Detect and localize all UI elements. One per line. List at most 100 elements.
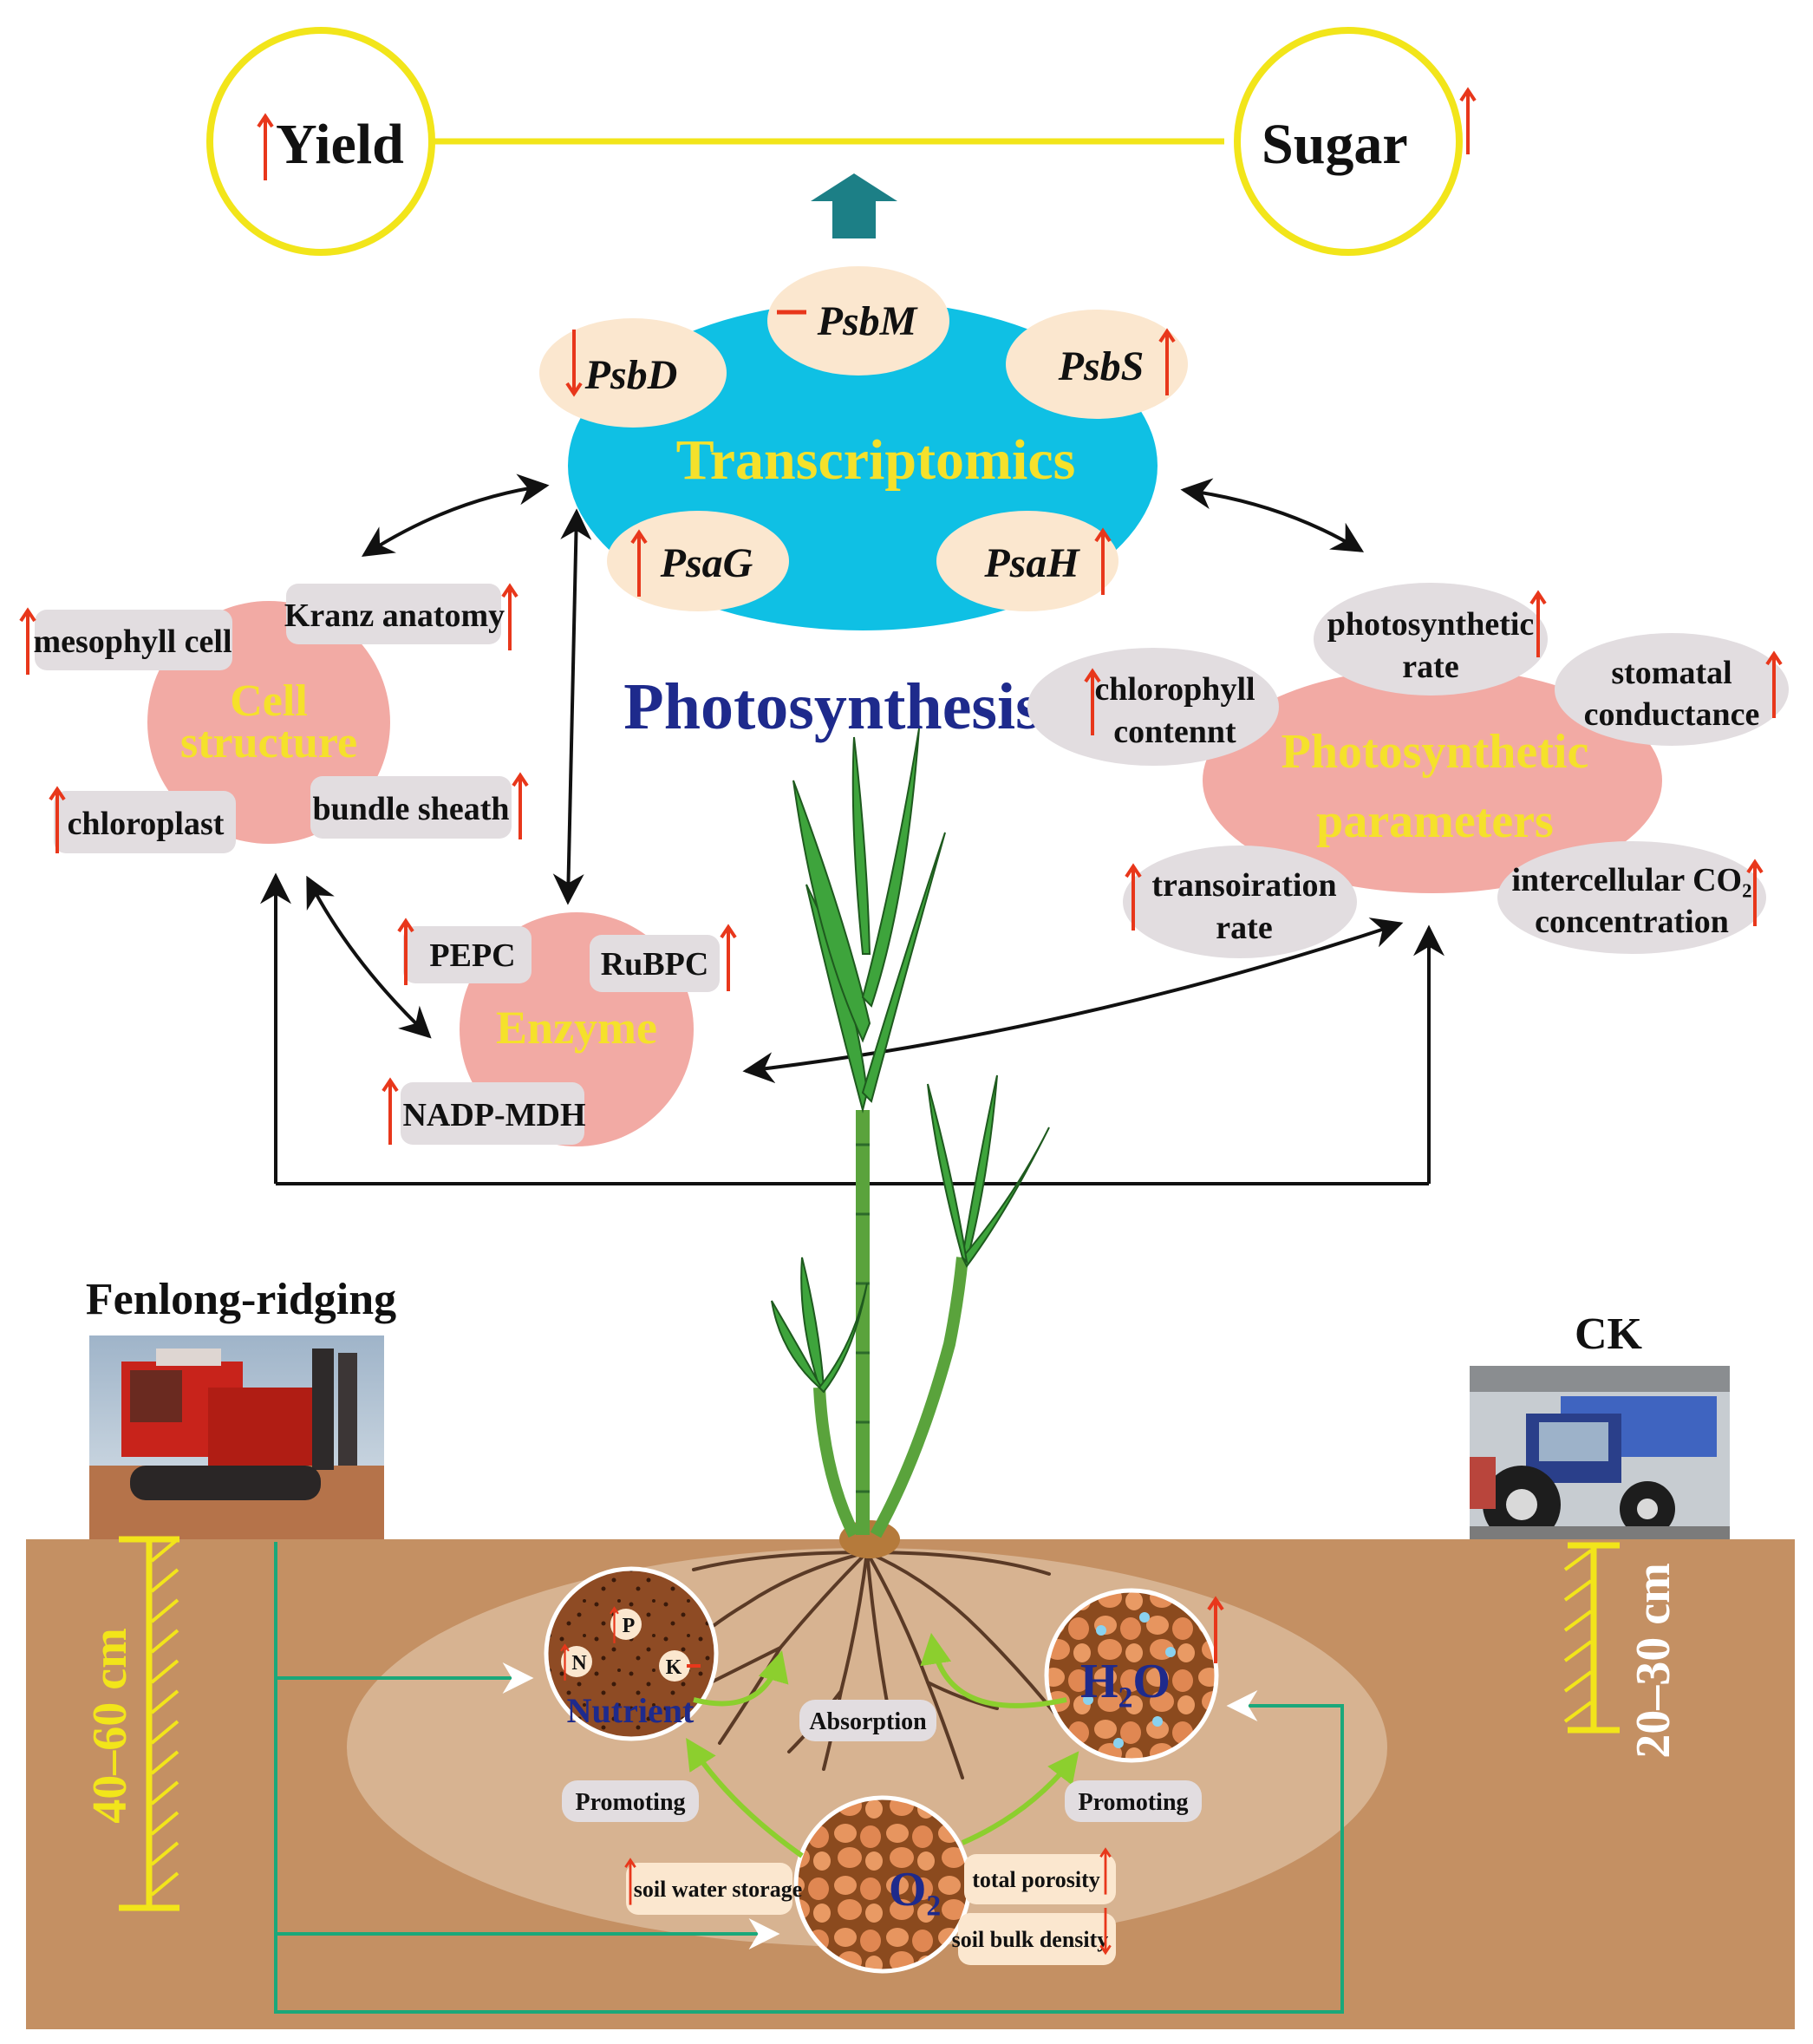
arrow-transcript-cell — [361, 473, 550, 557]
arrow-transcript-enzyme — [552, 508, 592, 905]
rubpc-up-arrow-icon — [720, 924, 737, 991]
chlorophyll-up-arrow-icon — [1084, 668, 1101, 735]
nadp-up-arrow-icon — [382, 1077, 399, 1145]
absorption-label: Absorption — [809, 1708, 927, 1735]
psbd-down-arrow-icon — [565, 330, 583, 397]
nutrient-label: Nutrient — [567, 1691, 695, 1730]
gene-psag-label: PsaG — [660, 540, 753, 586]
intercellular-co2-label-1: intercellular CO₂ — [1511, 862, 1751, 898]
mesophyll-cell-chip — [35, 610, 232, 670]
cell-structure-title-2: structure — [180, 718, 357, 767]
gene-psbm-bubble — [767, 266, 949, 375]
nutrient-circle-group: P N K Nutrient — [544, 1566, 719, 1741]
gene-psbs-label: PsbS — [1058, 343, 1145, 389]
mesophyll-up-arrow-icon — [19, 607, 36, 675]
interco2-up-arrow-icon — [1746, 859, 1764, 926]
photo-params-title-1: Photosynthetic — [1281, 725, 1589, 779]
soil-group: 40–60 cm 20–30 cm P N K Nutrient — [26, 728, 1795, 2029]
promoting-right-chip — [1065, 1780, 1202, 1822]
p-bubble — [610, 1609, 642, 1640]
ck-depth-gauge — [1563, 1542, 1620, 1734]
promoting-right-arrow — [961, 1751, 1079, 1845]
fenlong-label: Fenlong-ridging — [86, 1275, 396, 1324]
bulk-density-label: soil bulk density — [952, 1927, 1109, 1952]
tillage-group: Fenlong-ridging CK — [86, 1275, 1730, 1544]
sugar-label: Sugar — [1262, 113, 1408, 176]
oxygen-label: O₂ — [889, 1863, 941, 1917]
rubpc-label: RuBPC — [601, 946, 709, 983]
k-label: K — [666, 1656, 682, 1679]
oxygen-circle-group: O₂ — [793, 1795, 972, 1974]
pepc-chip — [403, 926, 532, 983]
bundle-up-arrow-icon — [512, 772, 529, 839]
enzyme-group: Enzyme PEPC RuBPC NADP-MDH — [382, 912, 737, 1146]
chloroplast-chip — [54, 791, 236, 853]
kranz-anatomy-chip — [286, 584, 501, 644]
enzyme-title: Enzyme — [496, 1002, 657, 1054]
absorption-left-arrow — [693, 1650, 789, 1707]
n-bubble — [561, 1646, 592, 1677]
chloroplast-label: chloroplast — [68, 806, 225, 842]
photosynthesis-title: Photosynthesis — [623, 670, 1040, 743]
soil-water-label: soil water storage — [634, 1877, 802, 1902]
water-circle — [1044, 1588, 1219, 1763]
gene-psag-bubble — [607, 511, 789, 611]
ck-depth-label: 20–30 cm — [1627, 1563, 1680, 1759]
nadp-mdh-label: NADP-MDH — [402, 1097, 585, 1133]
porosity-up-arrow-icon — [1099, 1847, 1112, 1895]
p-up-arrow-icon — [610, 1606, 619, 1643]
arrow-enzyme-params — [742, 918, 1404, 1084]
psbs-up-arrow-icon — [1158, 328, 1176, 395]
gene-psbd-bubble — [539, 318, 727, 428]
rubpc-chip — [590, 935, 720, 992]
outcomes-group: Yield Sugar — [206, 27, 1477, 256]
gene-psbd-label: PsbD — [584, 352, 678, 398]
photo-rate-label-1: photosynthetic — [1327, 606, 1535, 643]
k-bubble — [659, 1650, 690, 1682]
cell-structure-title-1: Cell — [230, 676, 308, 726]
yield-circle — [206, 27, 435, 256]
oxygen-circle — [793, 1795, 972, 1974]
chlorophyll-label-1: chlorophyll — [1094, 671, 1255, 708]
pepc-label: PEPC — [429, 937, 515, 974]
transcriptomics-group: Transcriptomics PsbM PsbD PsbS PsaG PsaH — [539, 266, 1188, 630]
ck-label: CK — [1575, 1309, 1643, 1359]
ck-tractor-photo — [1470, 1366, 1730, 1544]
fenlong-depth-label: 40–60 cm — [83, 1628, 137, 1824]
fenlong-machine-photo — [89, 1335, 384, 1539]
psah-up-arrow-icon — [1094, 527, 1112, 595]
chlorophyll-label-2: contennt — [1113, 714, 1236, 750]
transpiration-label-1: transoiration — [1151, 867, 1336, 904]
water-up-arrow-icon — [1207, 1596, 1224, 1663]
stomatal-label-1: stomatal — [1611, 655, 1731, 691]
cell-structure-group: Cell structure mesophyll cell Kranz anat… — [19, 583, 529, 853]
water-label: H₂O — [1080, 1655, 1171, 1708]
sugar-up-arrow-icon — [1459, 87, 1477, 154]
sugarcane-plant-icon — [771, 728, 1050, 1558]
total-porosity-chip — [964, 1854, 1116, 1904]
n-up-arrow-icon — [560, 1643, 570, 1681]
gene-psbm-label: PsbM — [817, 298, 919, 344]
transcriptomics-title: Transcriptomics — [676, 428, 1076, 492]
bundle-sheath-label: bundle sheath — [312, 791, 509, 827]
gene-psbs-bubble — [1006, 310, 1188, 419]
p-label: P — [623, 1615, 636, 1637]
soil-links — [274, 1542, 1344, 2014]
absorption-chip — [799, 1700, 936, 1741]
gene-psah-bubble — [936, 511, 1118, 611]
stomatal-bubble — [1555, 633, 1789, 746]
soil-water-up-arrow-icon — [624, 1858, 636, 1905]
lime-arrows — [686, 1632, 1079, 1858]
nadp-mdh-chip — [401, 1082, 584, 1145]
mesophyll-cell-label: mesophyll cell — [33, 624, 232, 660]
photo-rate-up-arrow-icon — [1529, 590, 1547, 657]
water-circle-group: H₂O — [1044, 1588, 1224, 1763]
kranz-anatomy-label: Kranz anatomy — [284, 598, 505, 634]
soil-water-chip — [626, 1863, 792, 1915]
bundle-sheath-chip — [310, 776, 512, 839]
nutrient-circle — [544, 1566, 719, 1741]
n-label: N — [571, 1652, 587, 1675]
upward-result-arrow-icon — [811, 173, 897, 238]
photo-params-group: Photosynthetic parameters photosynthetic… — [1027, 583, 1789, 958]
